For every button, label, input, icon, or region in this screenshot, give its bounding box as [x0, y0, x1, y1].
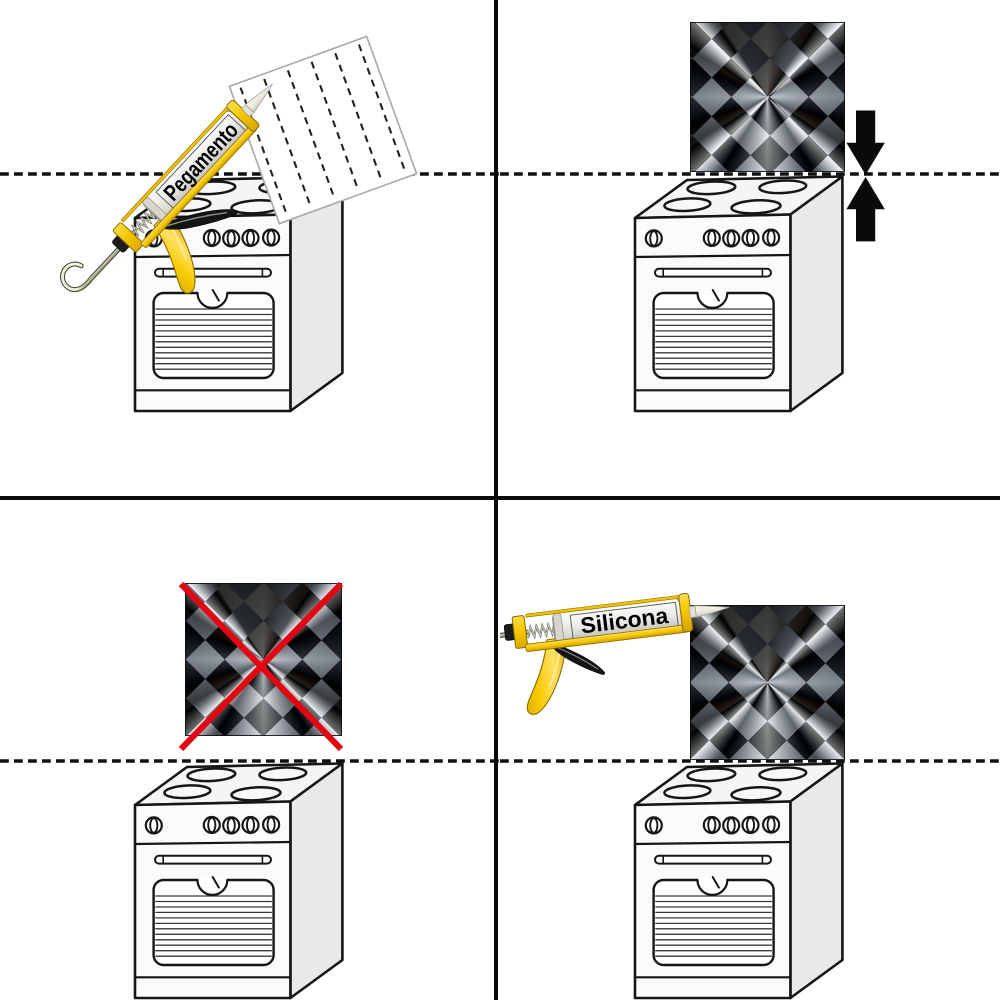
step-apply-adhesive-drawing: Pegamento: [0, 35, 500, 413]
step-apply-adhesive: Pegamento: [0, 0, 500, 500]
press-up-arrow-icon: [846, 177, 885, 242]
step-press-panel: [500, 0, 1000, 500]
step-do-not-place-loose: [0, 500, 500, 1000]
panel-back-with-adhesive: [228, 35, 418, 225]
prohibition-overlay: [178, 581, 344, 752]
silicone-caulk-gun-icon: Silicona: [500, 587, 732, 718]
adhesive-bead-dashed-lines: [239, 44, 407, 216]
horizontal-divider-line: [0, 495, 1000, 500]
press-arrows: [846, 110, 885, 242]
silicone-overlay: Silicona: [500, 587, 732, 718]
metal-backsplash-panel: [690, 22, 845, 172]
step-seal-with-silicone: Silicona: [500, 500, 1000, 1000]
metal-backsplash-panel: [690, 605, 845, 760]
vertical-divider-line: [493, 0, 498, 1000]
red-cross-icon: [178, 581, 344, 752]
stove-icon: [633, 175, 844, 413]
step-press-panel-drawing: [500, 110, 1000, 413]
press-down-arrow-icon: [846, 110, 885, 175]
